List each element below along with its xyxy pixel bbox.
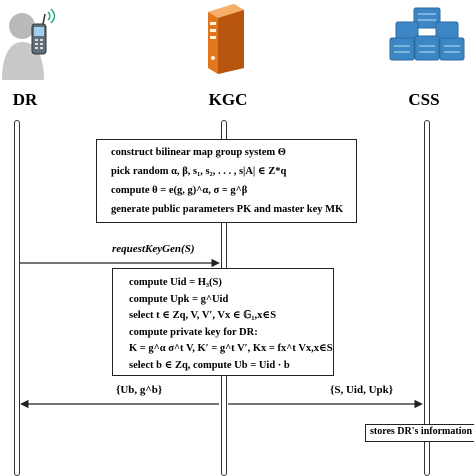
actor-css-label: CSS <box>408 90 440 109</box>
send-to-css-label: {S, Uid, Upk} <box>330 384 394 396</box>
keygen-step: select b ∈ Zq, compute Ub = Uid · b <box>129 359 290 371</box>
request-message-label: requestKeyGen(S) <box>112 243 195 255</box>
keygen-step: compute private key for DR: <box>129 326 258 338</box>
database-cluster-icon <box>388 6 466 64</box>
keygen-box: compute Uid = H₃(S) compute Upk = g^Uid … <box>112 268 334 376</box>
keygen-step: K = g^α σ^t V, K′ = g^t V′, Kx = fx^t Vx… <box>129 343 333 354</box>
setup-step: construct bilinear map group system Θ <box>111 147 286 158</box>
css-note-text: stores DR's information <box>370 426 473 437</box>
setup-step: generate public parameters PK and master… <box>111 204 344 215</box>
user-phone-icon <box>0 2 60 80</box>
setup-box: construct bilinear map group system Θ pi… <box>96 139 357 223</box>
server-icon <box>204 2 248 74</box>
keygen-step: select t ∈ Zq, V, V′, Vx ∈ 𝔾₁,x∈S <box>129 310 277 321</box>
reply-to-dr-label: {Ub, g^b} <box>116 384 163 396</box>
keygen-step: compute Uid = H₃(S) <box>129 277 222 288</box>
css-note-box: stores DR's information <box>365 424 474 442</box>
keygen-step: compute Upk = g^Uid <box>129 293 229 305</box>
setup-step: pick random α, β, s₁, s₂, . . . , s|A| ∈… <box>111 166 287 177</box>
setup-step: compute θ = e(g, g)^α, σ = g^β <box>111 185 248 196</box>
actor-kgc-label: KGC <box>208 90 248 109</box>
actor-dr-label: DR <box>12 90 38 109</box>
